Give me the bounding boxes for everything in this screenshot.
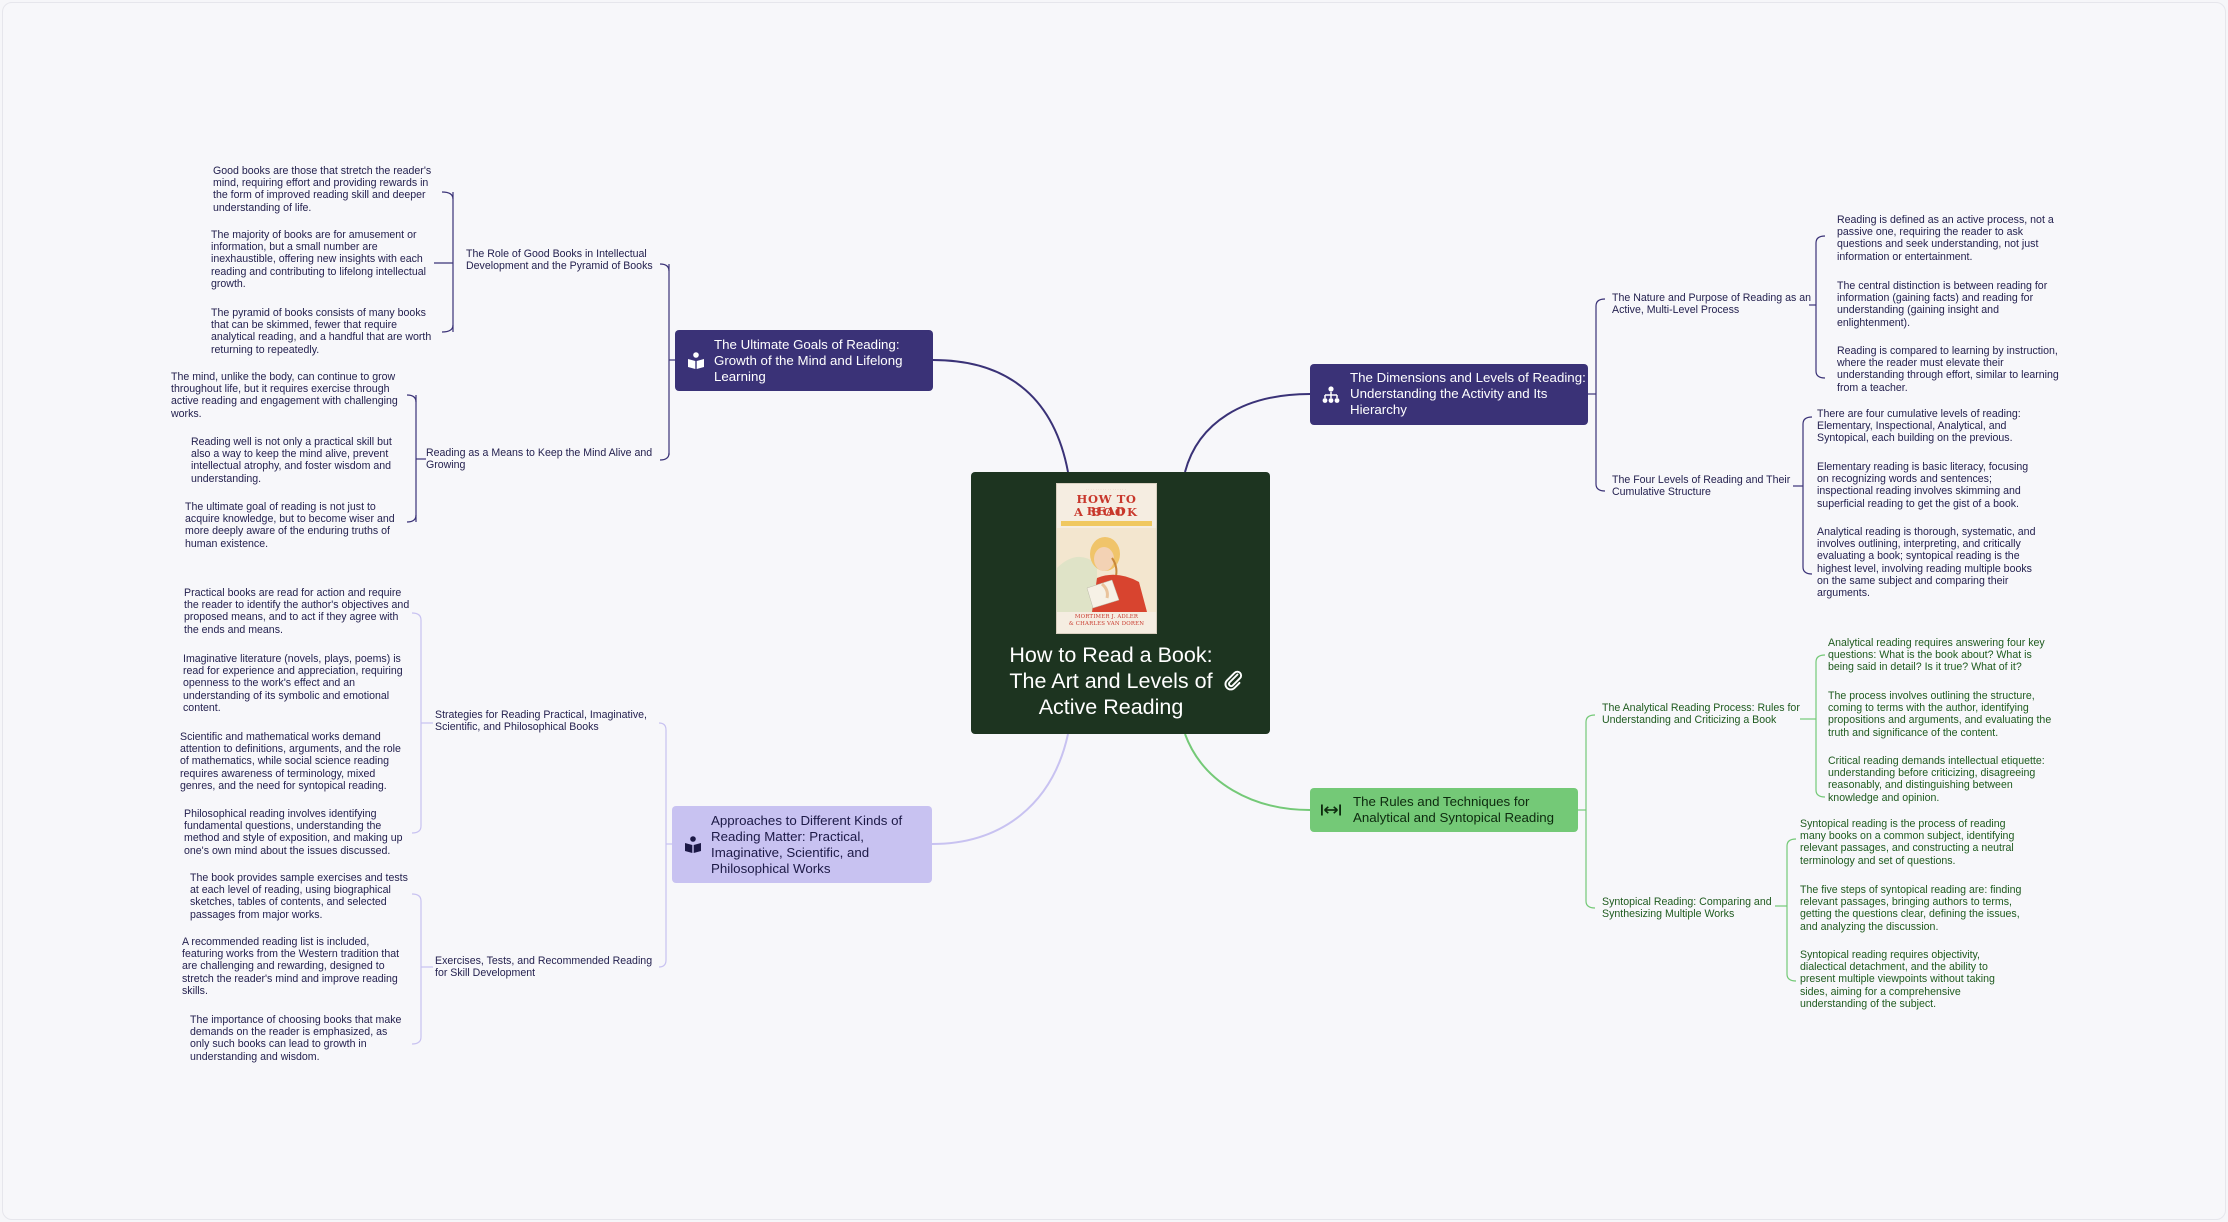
subtopic-mind-alive[interactable]: Reading as a Means to Keep the Mind Aliv… — [426, 447, 653, 472]
branch-rules-techniques[interactable]: The Rules and Techniques for Analytical … — [1310, 788, 1578, 832]
subtopic-four-levels[interactable]: The Four Levels of Reading and Their Cum… — [1612, 474, 1791, 499]
subtopic-nature-purpose[interactable]: The Nature and Purpose of Reading as an … — [1612, 292, 1812, 317]
cover-title-line2: A BOOK — [1074, 505, 1139, 519]
leaf-note[interactable]: Syntopical reading is the process of rea… — [1800, 818, 2015, 867]
leaf-note[interactable]: The five steps of syntopical reading are… — [1800, 884, 2022, 933]
leaf-note[interactable]: The pyramid of books consists of many bo… — [211, 307, 432, 356]
leaf-note[interactable]: Good books are those that stretch the re… — [213, 165, 432, 214]
leaf-note[interactable]: A recommended reading list is included, … — [182, 936, 400, 997]
branch-label: The Dimensions and Levels of Reading: Un… — [1350, 370, 1586, 417]
central-title-line3: Active Reading — [1038, 695, 1184, 719]
central-topic-node[interactable]: · · · · · · · · · · · · · · · · · HOW TO… — [971, 472, 1270, 734]
subtopic-strategies[interactable]: Strategies for Reading Practical, Imagin… — [435, 709, 647, 734]
leaf-note[interactable]: Reading is compared to learning by instr… — [1837, 345, 2059, 394]
cover-author-line2: & CHARLES VAN DOREN — [1068, 621, 1145, 627]
branch-approaches-reading-matter[interactable]: Approaches to Different Kinds of Reading… — [672, 806, 932, 883]
book-reader-icon — [688, 351, 704, 369]
branch-dimensions-levels[interactable]: The Dimensions and Levels of Reading: Un… — [1310, 364, 1588, 425]
central-title-line2: The Art and Levels of — [1009, 669, 1213, 693]
leaf-note[interactable]: Imaginative literature (novels, plays, p… — [183, 653, 403, 714]
subtopic-exercises-tests[interactable]: Exercises, Tests, and Recommended Readin… — [435, 955, 653, 980]
arrows-expand-icon — [1321, 804, 1341, 816]
subtopic-good-books-pyramid[interactable]: The Role of Good Books in Intellectual D… — [466, 248, 653, 273]
leaf-note[interactable]: Analytical reading requires answering fo… — [1828, 637, 2045, 674]
leaf-note[interactable]: The importance of choosing books that ma… — [190, 1014, 402, 1063]
leaf-note[interactable]: Scientific and mathematical works demand… — [180, 731, 401, 792]
central-title-line1: How to Read a Book: — [1009, 643, 1213, 667]
cover-author-line1: MORTIMER J. ADLER — [1074, 614, 1139, 620]
branch-ultimate-goals[interactable]: The Ultimate Goals of Reading: Growth of… — [675, 330, 933, 391]
leaf-note[interactable]: The majority of books are for amusement … — [211, 229, 426, 290]
branch-label: The Rules and Techniques for Analytical … — [1353, 794, 1555, 825]
leaf-note[interactable]: Analytical reading is thorough, systemat… — [1817, 526, 2036, 600]
hierarchy-icon — [1322, 385, 1340, 403]
paperclip-icon[interactable] — [1221, 668, 1245, 692]
leaf-note[interactable]: Elementary reading is basic literacy, fo… — [1817, 461, 2029, 510]
branch-label: The Ultimate Goals of Reading: Growth of… — [714, 337, 903, 384]
subtopic-analytical-process[interactable]: The Analytical Reading Process: Rules fo… — [1602, 702, 1800, 727]
leaf-note[interactable]: The central distinction is between readi… — [1837, 280, 2048, 329]
leaf-note[interactable]: There are four cumulative levels of read… — [1817, 408, 2021, 445]
leaf-note[interactable]: The book provides sample exercises and t… — [190, 872, 408, 921]
leaf-note[interactable]: Practical books are read for action and … — [184, 587, 410, 636]
leaf-note[interactable]: Reading well is not only a practical ski… — [191, 436, 392, 485]
subtopic-syntopical-reading[interactable]: Syntopical Reading: Comparing and Synthe… — [1602, 896, 1772, 921]
leaf-note[interactable]: The ultimate goal of reading is not just… — [185, 501, 395, 550]
branch-label: Approaches to Different Kinds of Reading… — [711, 813, 903, 876]
leaf-note[interactable]: Philosophical reading involves identifyi… — [184, 808, 403, 857]
cover-title-line1: HOW TO READ — [1076, 492, 1137, 518]
book-cover-image: · · · · · · · · · · · · · · · · · HOW TO… — [1056, 483, 1157, 634]
leaf-note[interactable]: The process involves outlining the struc… — [1828, 690, 2052, 739]
leaf-note[interactable]: The mind, unlike the body, can continue … — [171, 371, 398, 420]
book-reader-icon — [685, 835, 701, 853]
central-title: How to Read a Book: The Art and Levels o… — [981, 642, 1241, 720]
leaf-note[interactable]: Critical reading demands intellectual et… — [1828, 755, 2045, 804]
leaf-note[interactable]: Syntopical reading requires objectivity,… — [1800, 949, 1995, 1010]
leaf-note[interactable]: Reading is defined as an active process,… — [1837, 214, 2054, 263]
